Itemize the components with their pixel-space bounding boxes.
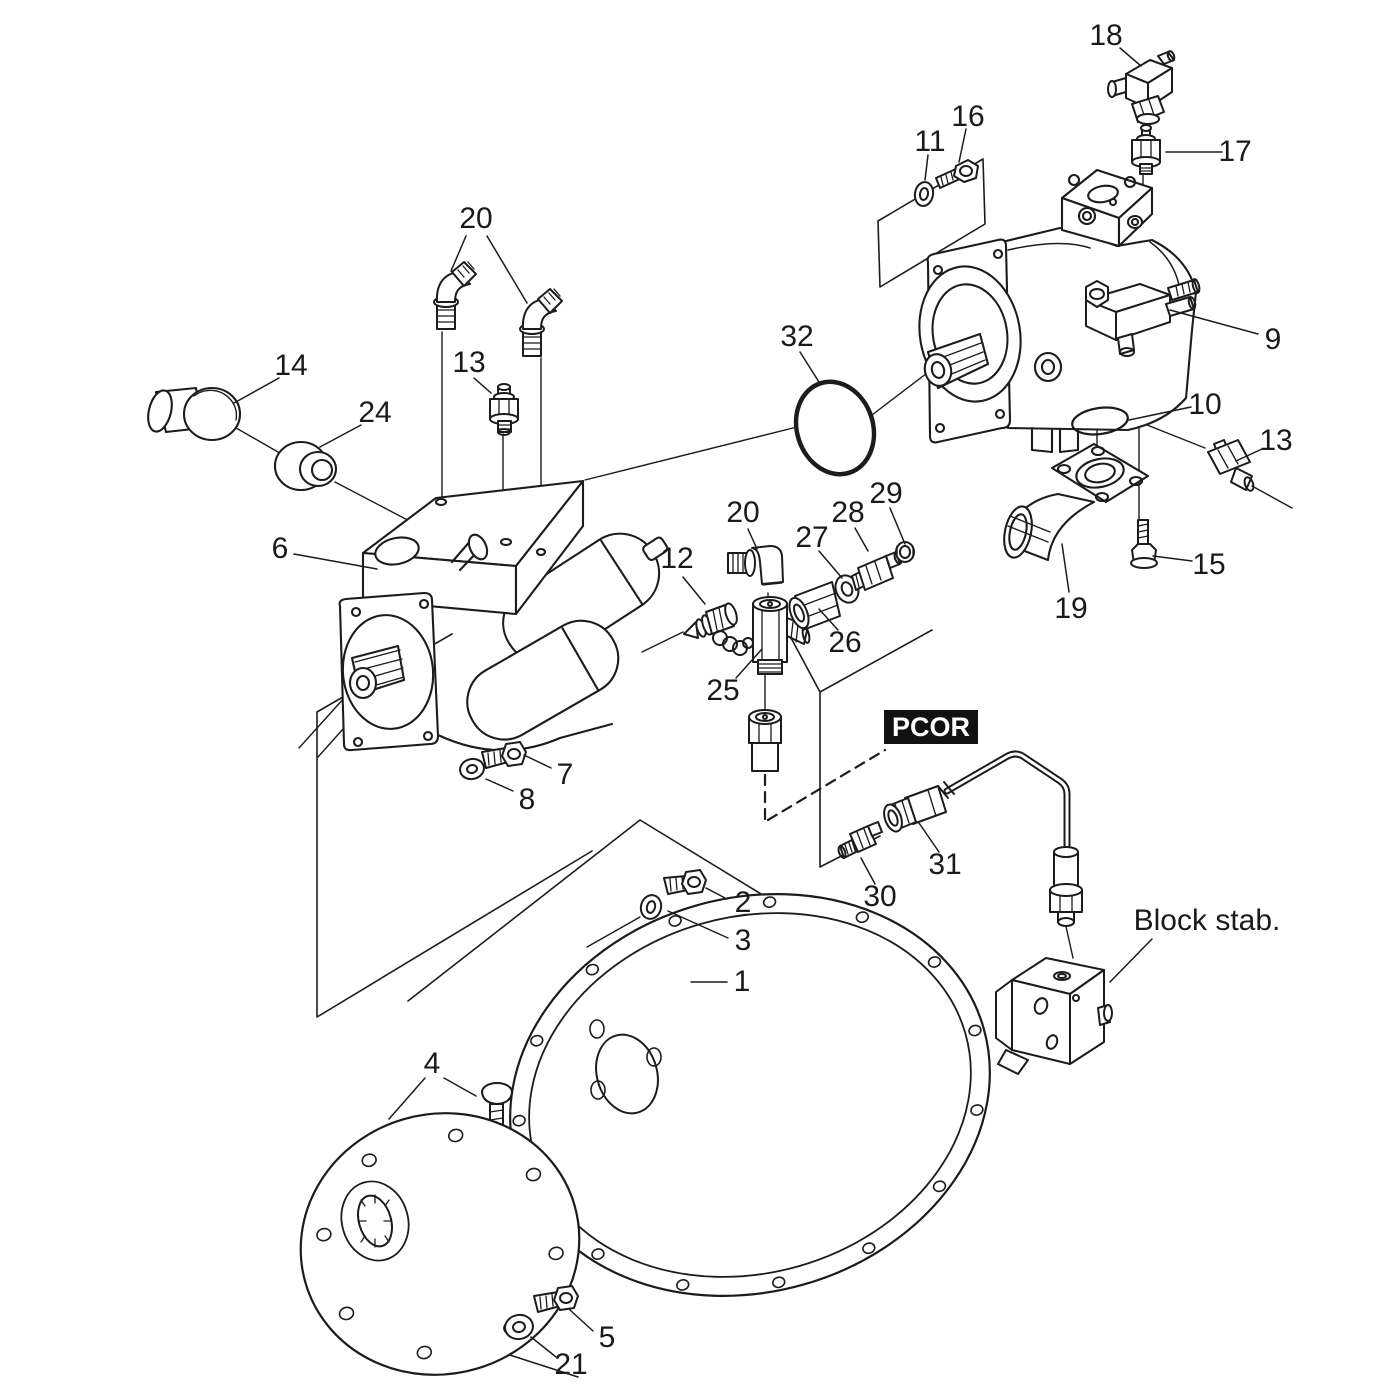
bolt-2: [663, 869, 707, 895]
part-label-24: 24: [358, 396, 392, 429]
part-label-14: 14: [274, 349, 308, 382]
solenoid-valve-18: [1107, 50, 1176, 125]
right-pump: [918, 168, 1198, 454]
left-pump: [338, 479, 669, 752]
washer-21: [504, 1313, 534, 1341]
o-ring-32: [793, 379, 877, 477]
part-label-20: 20: [459, 202, 493, 235]
part-label-28: 28: [831, 496, 865, 529]
part-label-1: 1: [733, 965, 751, 998]
part-label-5: 5: [598, 1321, 616, 1354]
part-label-11: 11: [914, 125, 946, 158]
part-label-9: 9: [1264, 323, 1282, 356]
part-label-2: 2: [734, 886, 752, 919]
part-label-12: 12: [660, 542, 694, 575]
bolt-7: [481, 741, 527, 769]
tee-fitting-25: [752, 596, 811, 675]
part-label-29: 29: [869, 477, 903, 510]
part-label-13: 13: [1259, 424, 1293, 457]
part-label-30: 30: [863, 880, 897, 913]
fitting-17: [1131, 124, 1161, 175]
leader-lines: [233, 47, 1263, 1358]
washer-8: [459, 757, 485, 781]
fitting-below-tee: [748, 709, 782, 772]
pcor-badge: PCOR: [884, 710, 978, 744]
part-label-6: 6: [271, 532, 289, 565]
part-label-17: 17: [1218, 135, 1252, 168]
part-label-13: 13: [452, 346, 486, 379]
fitting-30: [837, 821, 883, 859]
bolt-16: [935, 159, 979, 189]
part-label-10: 10: [1188, 388, 1222, 421]
plug-14: [147, 386, 242, 442]
washer-3: [639, 894, 663, 920]
part-label-7: 7: [556, 758, 574, 791]
part-label-15: 15: [1192, 548, 1226, 581]
valve-12: [683, 602, 754, 656]
part-label-3: 3: [734, 924, 752, 957]
o-ring-10: [1071, 406, 1129, 436]
part-label-31: 31: [928, 848, 962, 881]
part-label-19: 19: [1054, 592, 1088, 625]
fitting-13-left: [489, 383, 519, 436]
part-label-21: 21: [554, 1348, 588, 1381]
bolt-5: [533, 1285, 579, 1313]
fitting-28: [851, 551, 903, 591]
fitting-13-right: [1207, 439, 1255, 492]
hose-end-fitting: [1049, 846, 1083, 927]
nut-29: [895, 541, 915, 563]
part-label-27: 27: [795, 521, 829, 554]
bolt-15: [1130, 519, 1158, 569]
part-label-20: 20: [726, 496, 760, 529]
part-label-26: 26: [828, 626, 862, 659]
drive-disc: [299, 1112, 581, 1376]
elbow-fittings-20: [433, 261, 563, 357]
plug-24: [273, 440, 338, 492]
control-valve-9: [1085, 278, 1201, 357]
fitting-31: [883, 785, 947, 833]
part-label-25: 25: [706, 674, 740, 707]
part-label-16: 16: [951, 100, 985, 133]
part-label-18: 18: [1089, 19, 1123, 52]
part-label-32: 32: [780, 320, 814, 353]
part-label-4: 4: [423, 1047, 441, 1080]
coupling-26: [788, 581, 841, 631]
stabilizer-block: [995, 957, 1113, 1075]
part-label-8: 8: [518, 783, 536, 816]
flanged-elbow-19: [1003, 442, 1150, 562]
block-stab-annotation: Block stab.: [1133, 904, 1281, 937]
washer-11: [913, 181, 935, 207]
elbow-20-middle: [727, 545, 784, 586]
dashed-lines: [763, 748, 887, 822]
hose: [937, 750, 1071, 849]
